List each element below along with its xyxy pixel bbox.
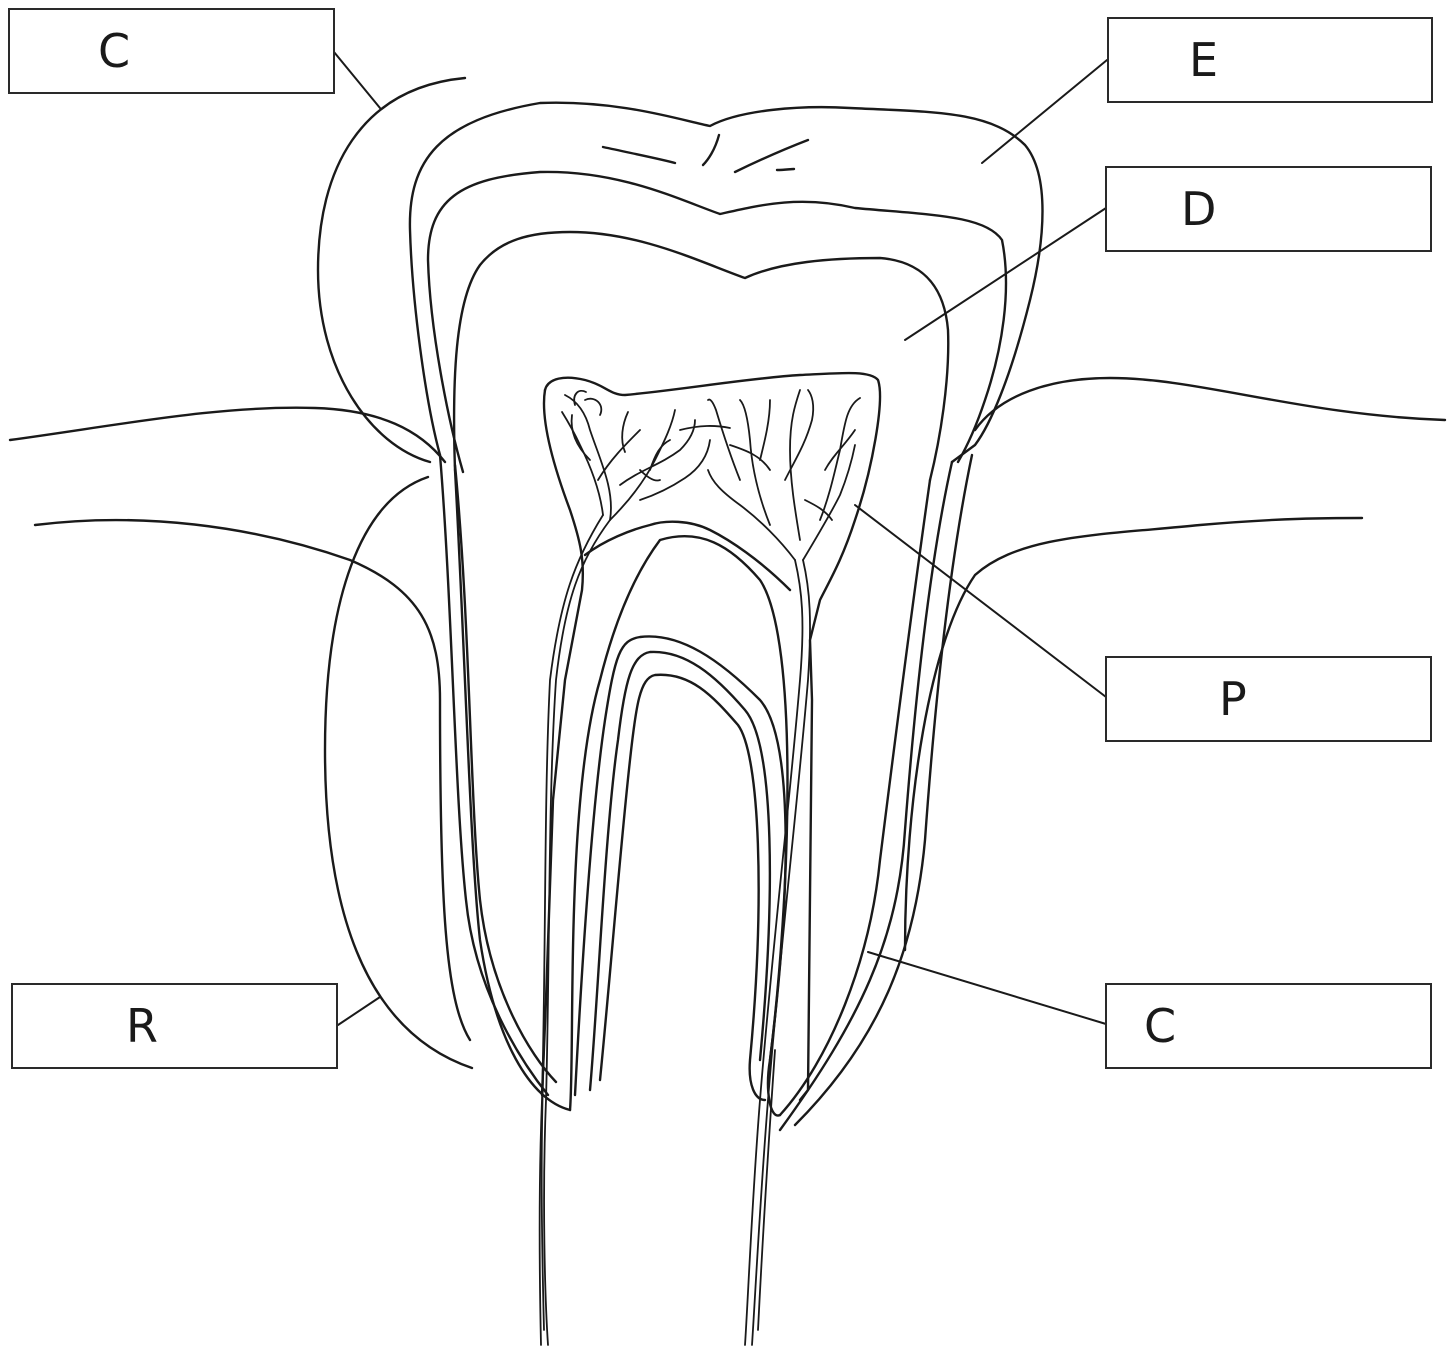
enamel-outer (410, 103, 1043, 462)
label-box-enamel: E (1107, 17, 1433, 103)
bone-line-left-lower (35, 520, 470, 1040)
label-box-crown-top-left: C (8, 8, 335, 94)
root-outer-right-2 (795, 455, 972, 1125)
label-box-cementum: C (1105, 983, 1432, 1069)
leader-d (905, 208, 1106, 340)
fissure-4 (777, 169, 794, 170)
bone-line-right-top (975, 378, 1445, 430)
label-box-root: R (11, 983, 338, 1069)
label-crown-top-left: C (98, 24, 130, 78)
label-box-dentin: D (1105, 166, 1432, 252)
leader-c-bottom (868, 952, 1106, 1024)
leader-c-top (334, 52, 380, 108)
nerve-bundle-right (708, 390, 860, 1345)
furcation-inner (590, 652, 770, 1090)
gum-left-upper-curve (318, 78, 465, 462)
leader-e (982, 60, 1107, 163)
label-box-pulp: P (1105, 656, 1432, 742)
label-dentin: D (1181, 182, 1216, 236)
leader-p (855, 505, 1106, 697)
bone-line-left-top (10, 408, 445, 462)
fissure-2 (703, 135, 719, 165)
label-enamel: E (1189, 33, 1218, 87)
fissure-3 (735, 140, 808, 172)
furcation-inner-2 (600, 675, 765, 1100)
label-cementum: C (1144, 999, 1176, 1053)
nerve-bundle-left (540, 391, 730, 1345)
root-gap (570, 536, 788, 1115)
leader-r (338, 997, 380, 1025)
root-outer-right (780, 462, 952, 1130)
fissure-1 (603, 147, 675, 163)
gum-left-lower-curve (325, 477, 472, 1068)
label-pulp: P (1219, 672, 1247, 726)
label-root: R (126, 999, 158, 1053)
